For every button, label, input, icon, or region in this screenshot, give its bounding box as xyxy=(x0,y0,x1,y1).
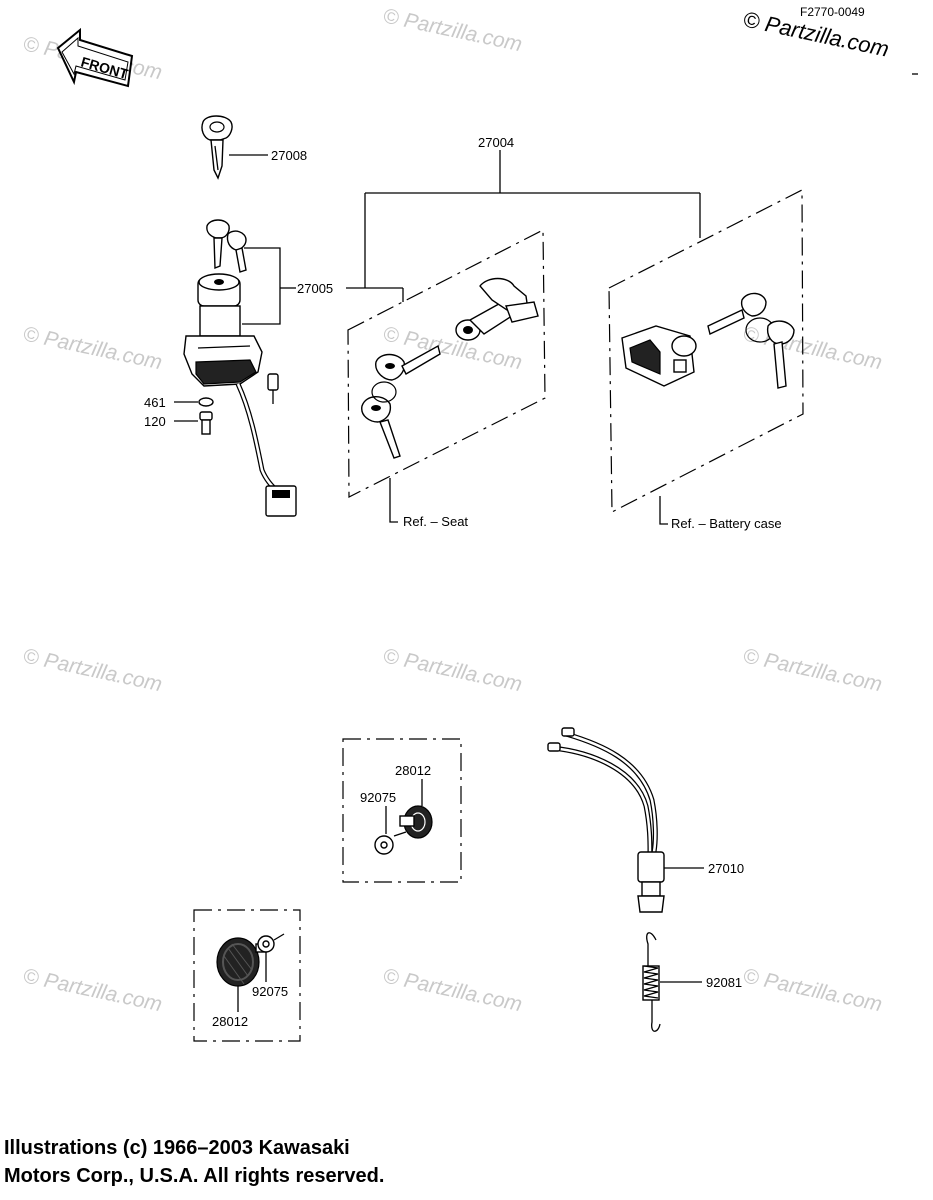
battery-keys-icon xyxy=(707,292,795,389)
watermark-layer: © Partzilla.com © Partzilla.com © Partzi… xyxy=(21,4,884,1016)
key-blank-icon xyxy=(201,115,233,180)
watermark: © Partzilla.com xyxy=(741,322,884,374)
watermark: © Partzilla.com xyxy=(381,4,524,56)
watermark: © Partzilla.com xyxy=(381,964,524,1016)
copyright-line-2: Motors Corp., U.S.A. All rights reserved… xyxy=(4,1165,385,1187)
label-washer-top: 92075 xyxy=(360,790,396,805)
seat-lock-icon xyxy=(455,277,539,341)
label-reflector-bottom: 28012 xyxy=(212,1014,248,1029)
washer-bottom-icon xyxy=(257,933,285,953)
watermark: © Partzilla.com xyxy=(741,644,884,696)
watermark: © Partzilla.com xyxy=(381,644,524,696)
label-bolt: 120 xyxy=(144,414,166,429)
bolt-icon xyxy=(199,411,213,435)
battery-lock-icon xyxy=(621,325,697,387)
brake-switch-icon xyxy=(547,727,665,913)
label-ref-seat: Ref. – Seat xyxy=(403,514,468,529)
label-lock-set: 27004 xyxy=(478,135,514,150)
watermark: © Partzilla.com xyxy=(21,644,164,696)
ignition-switch-icon xyxy=(183,219,297,517)
watermark: © Partzilla.com xyxy=(21,322,164,374)
reflector-top-icon xyxy=(393,805,433,839)
watermark: © Partzilla.com xyxy=(741,964,884,1016)
label-brake-switch: 27010 xyxy=(708,861,744,876)
watermark: © Partzilla.com xyxy=(21,964,164,1016)
label-ref-battery: Ref. – Battery case xyxy=(671,516,782,531)
label-reflector-top: 28012 xyxy=(395,763,431,778)
copyright-line-1: Illustrations (c) 1966–2003 Kawasaki xyxy=(4,1137,350,1159)
diagram-id: F2770-0049 xyxy=(800,5,865,19)
label-washer: 461 xyxy=(144,395,166,410)
label-spring: 92081 xyxy=(706,975,742,990)
seat-keys-icon xyxy=(361,344,441,459)
washer-top-icon xyxy=(374,835,394,855)
label-ignition-switch: 27005 xyxy=(297,281,333,296)
label-washer-bottom: 92075 xyxy=(252,984,288,999)
copyright-footer: Illustrations (c) 1966–2003 Kawasaki Mot… xyxy=(4,1134,384,1190)
washer-icon xyxy=(198,397,214,407)
front-arrow-icon: FRONT xyxy=(56,27,134,88)
spring-icon xyxy=(642,932,661,1032)
label-key-blank: 27008 xyxy=(271,148,307,163)
